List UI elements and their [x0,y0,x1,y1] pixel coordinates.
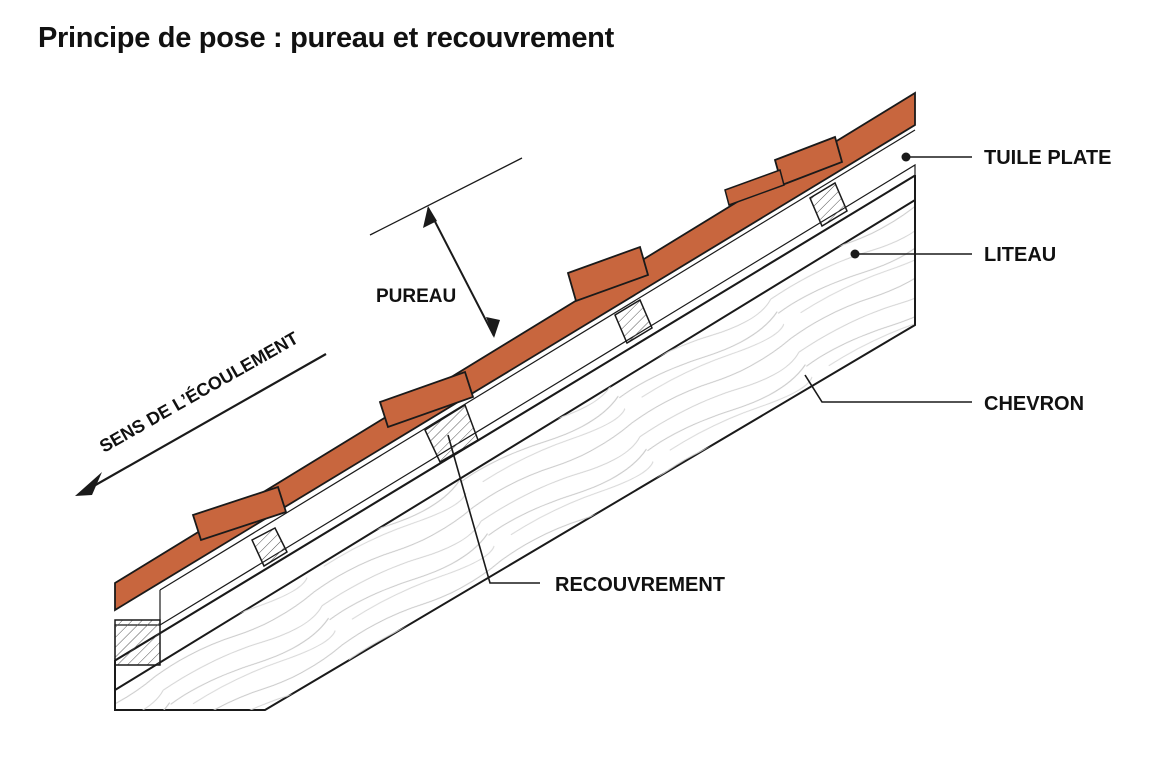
label-sens-ecoulement: SENS DE L’ÉCOULEMENT [96,327,302,456]
tiles [114,91,916,612]
liteau-4 [809,181,848,228]
liteau-1 [251,526,288,568]
arrowhead-bottom-icon [486,317,500,338]
label-liteau: LITEAU [984,244,1056,266]
page-title: Principe de pose : pureau et recouvremen… [38,22,614,54]
liteau-3 [614,298,653,345]
label-chevron: CHEVRON [984,393,1084,415]
label-tuile-plate: TUILE PLATE [984,147,1111,169]
tile-3 [566,245,650,303]
dot-liteau [850,249,860,259]
arrowhead-top-icon [423,206,437,228]
arrow-left-icon [75,472,102,496]
tile-1 [191,485,288,542]
tile-nib [724,169,785,206]
pureau-dimension [369,157,523,338]
dot-tuile-plate [901,152,911,162]
chevron-rafter [114,173,916,711]
flow-arrow [75,353,327,496]
label-recouvrement: RECOUVREMENT [555,574,725,596]
tile-2 [378,370,475,429]
label-pureau: PUREAU [376,286,456,307]
eave-block [114,619,161,666]
liteaux [251,181,848,568]
liteau-2 [424,403,479,464]
leader-chevron [804,374,972,403]
leader-lines [447,156,972,584]
tile-strip [114,91,916,612]
leader-recouvrement [447,434,540,584]
